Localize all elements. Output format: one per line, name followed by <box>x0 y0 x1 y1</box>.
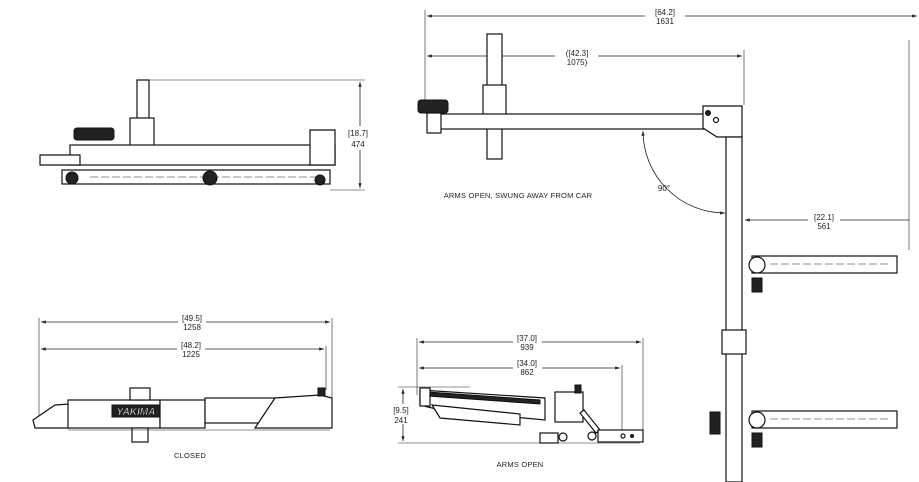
ref-dim-mm: 1075) <box>567 58 588 67</box>
knob <box>417 99 449 114</box>
knob <box>317 387 326 397</box>
open-overall-in: [37.0] <box>517 334 537 343</box>
height-dim-mm: 474 <box>351 140 365 149</box>
open-height-in: [9.5] <box>393 406 409 415</box>
open-height-mm: 241 <box>394 416 408 425</box>
swung-view: [64.2] 1631 ([42.3] 1075) 90° ARMS OPEN,… <box>417 8 917 482</box>
collar <box>721 329 747 355</box>
wheel <box>65 171 79 185</box>
clamp-end <box>419 387 431 407</box>
post-clamp <box>129 117 155 149</box>
pivot-block <box>309 129 336 166</box>
side-view-top-left: [18.7] 474 <box>39 79 368 191</box>
closed-end <box>32 403 71 429</box>
wheel <box>202 170 218 186</box>
lower-bike-arm <box>709 410 898 448</box>
horizontal-arm <box>439 113 711 130</box>
logo-text: YAKIMA <box>117 407 156 418</box>
upper-bike-arm <box>748 255 898 293</box>
arm-dim-mm: 561 <box>817 222 831 231</box>
closed-inner-in: [48.2] <box>181 341 201 350</box>
arms-open-view: [37.0] 939 [34.0] 862 [9.5] 241 ARMS OPE… <box>393 334 644 469</box>
closed-view: [49.5] 1258 [48.2] 1225 YAKIMA CLOSED <box>32 314 333 460</box>
horizontal-bar <box>69 144 336 166</box>
overall-dim-mm: 1631 <box>656 17 674 26</box>
closed-overall-in: [49.5] <box>182 314 202 323</box>
wheel <box>314 174 326 186</box>
knob <box>574 384 582 394</box>
ref-dim-in: ([42.3] <box>566 49 589 58</box>
angle-label: 90° <box>658 184 670 193</box>
cradle <box>131 427 149 443</box>
clamp <box>129 387 151 401</box>
height-dim-in: [18.7] <box>348 129 368 138</box>
open-overall-mm: 939 <box>520 343 534 352</box>
vertical-arm <box>725 136 743 482</box>
clamp-block <box>426 112 442 134</box>
closed-inner-mm: 1225 <box>182 350 200 359</box>
bar-end <box>39 154 81 166</box>
overall-dim-in: [64.2] <box>655 8 675 17</box>
open-inner-in: [34.0] <box>517 359 537 368</box>
open-inner-mm: 862 <box>520 368 534 377</box>
closed-overall-mm: 1258 <box>183 323 201 332</box>
pivot-block <box>554 391 584 423</box>
knob <box>73 127 115 141</box>
arms-open-caption: ARMS OPEN <box>497 460 544 469</box>
swung-caption: ARMS OPEN, SWUNG AWAY FROM CAR <box>444 191 593 200</box>
arm-dim-in: [22.1] <box>814 213 834 222</box>
closed-caption: CLOSED <box>174 451 206 460</box>
